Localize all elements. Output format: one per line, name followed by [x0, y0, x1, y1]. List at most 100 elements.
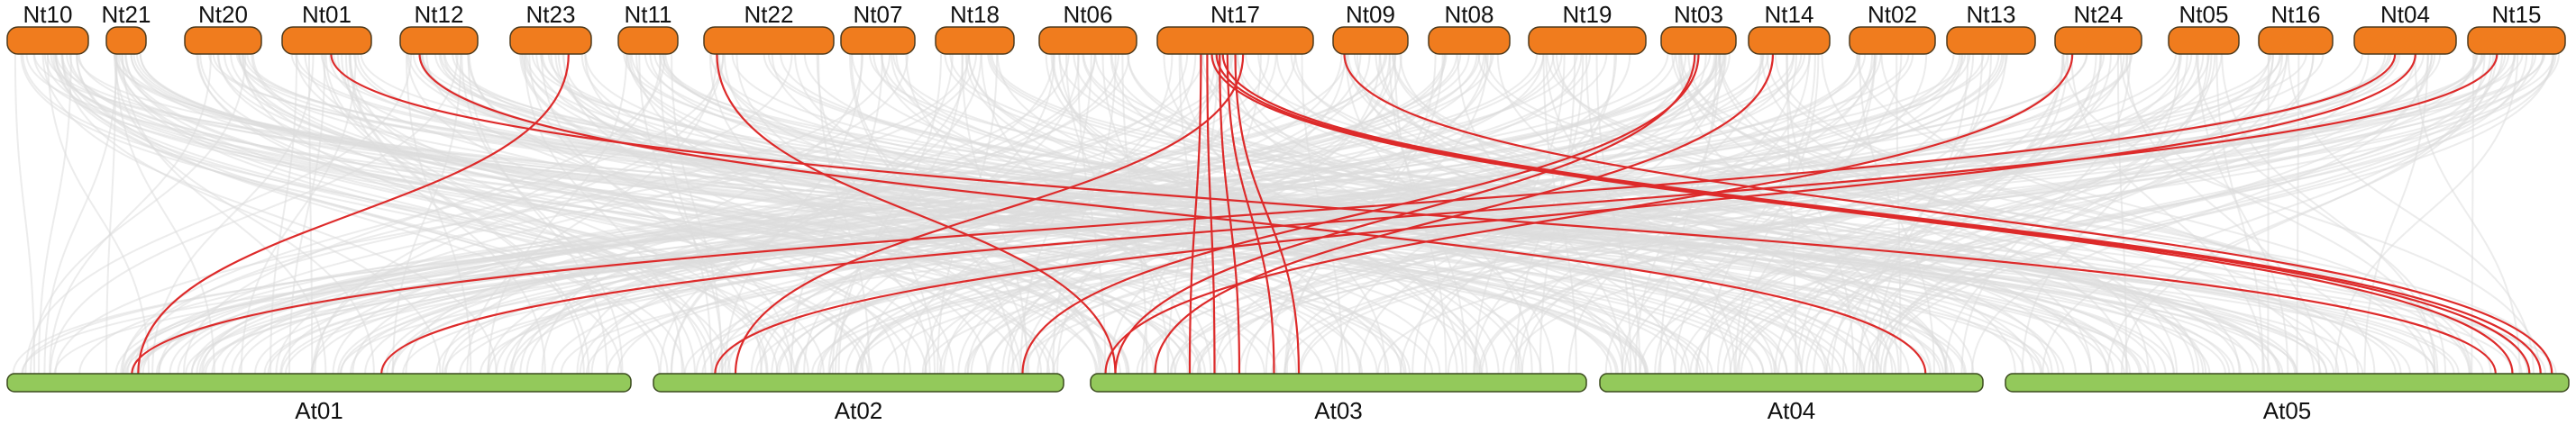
chromosome-bar — [6, 373, 632, 393]
collinear-link — [235, 53, 2557, 375]
collinear-link — [1502, 53, 2125, 375]
collinear-link — [126, 53, 1388, 375]
chromosome-bar — [2258, 26, 2334, 55]
collinear-link — [520, 53, 1176, 375]
collinear-link — [1895, 53, 1902, 375]
chromosome-label: Nt23 — [526, 1, 576, 28]
collinear-link — [50, 53, 1323, 375]
collinear-link — [524, 53, 683, 375]
collinear-link — [2116, 53, 2127, 375]
collinear-link — [199, 53, 927, 375]
highlighted-link-nt14-at03 — [1154, 53, 1775, 375]
collinear-link — [132, 53, 793, 375]
collinear-link — [391, 53, 462, 375]
collinear-link — [803, 53, 1080, 375]
collinear-link — [584, 53, 1804, 375]
highlighted-link-nt03-at03 — [1114, 53, 1696, 375]
collinear-link — [349, 53, 590, 375]
collinear-link — [818, 53, 871, 375]
collinear-link — [2296, 53, 2300, 375]
chromosome-bar — [1660, 26, 1737, 55]
highlighted-link-nt17-at05 — [1210, 53, 2514, 375]
collinear-link — [406, 53, 472, 375]
chromosome-nt02: Nt02 — [1849, 1, 1936, 55]
collinear-link — [1774, 53, 2436, 375]
collinear-link — [349, 53, 769, 375]
collinear-link — [1478, 53, 2198, 375]
chromosome-bar — [1156, 26, 1314, 55]
collinear-link — [1521, 53, 1928, 375]
collinear-link — [882, 53, 2425, 375]
highlighted-link-nt24-at03 — [1104, 53, 2074, 375]
chromosome-bar — [1528, 26, 1647, 55]
collinear-link — [1009, 53, 2182, 375]
chromosome-bar — [399, 26, 479, 55]
chromosome-label: Nt20 — [198, 1, 248, 28]
chromosome-nt22: Nt22 — [703, 1, 835, 55]
chromosome-label: Nt05 — [2179, 1, 2229, 28]
chromosome-label: Nt14 — [1765, 1, 1814, 28]
chromosome-label: Nt22 — [744, 1, 794, 28]
collinear-link — [988, 53, 1795, 375]
collinear-link — [139, 53, 1713, 375]
collinear-link — [811, 53, 2555, 375]
chromosome-label: Nt09 — [1346, 1, 1395, 28]
chromosome-label: Nt21 — [102, 1, 151, 28]
collinear-link — [30, 53, 247, 375]
collinear-link — [24, 53, 413, 375]
collinear-link — [38, 53, 72, 375]
chromosome-label: Nt02 — [1868, 1, 1917, 28]
collinear-link — [1023, 53, 1391, 375]
chromosome-bar — [2168, 26, 2240, 55]
collinear-link — [590, 53, 1296, 375]
chromosome-nt03: Nt03 — [1660, 1, 1737, 55]
chromosome-bar — [2467, 26, 2566, 55]
chromosome-bar — [1599, 373, 1984, 393]
chromosome-nt24: Nt24 — [2054, 1, 2142, 55]
chromosome-label: At03 — [1314, 397, 1363, 424]
collinear-link — [996, 53, 1624, 375]
collinear-link — [944, 53, 2132, 375]
chromosome-nt11: Nt11 — [617, 1, 679, 55]
chromosome-label: Nt18 — [950, 1, 1000, 28]
collinear-link — [1740, 53, 2516, 375]
collinear-link — [1859, 53, 1935, 375]
chromosome-nt18: Nt18 — [935, 1, 1015, 55]
collinear-link — [1674, 53, 1876, 375]
collinear-link — [2197, 53, 2289, 375]
collinear-link — [1199, 53, 1776, 375]
collinear-link — [1345, 53, 1948, 375]
collinear-link — [1718, 53, 2129, 375]
collinear-link — [46, 53, 2042, 375]
highlighted-link-nt17-at05 — [1221, 53, 2542, 375]
chromosome-bar — [2005, 373, 2570, 393]
chromosome-at03: At03 — [1090, 373, 1587, 424]
collinear-link — [967, 53, 1631, 375]
collinear-link — [936, 53, 999, 375]
collinear-link — [2070, 53, 2265, 375]
chromosome-nt08: Nt08 — [1428, 1, 1511, 55]
collinear-link — [54, 53, 1121, 375]
highlighted-link-nt17-at02 — [734, 53, 1245, 375]
highlighted-link-nt04-at01 — [131, 53, 2397, 375]
collinear-link — [986, 53, 2008, 375]
chromosome-nt14: Nt14 — [1748, 1, 1831, 55]
collinear-link — [1283, 53, 1877, 375]
chromosome-bar — [1038, 26, 1137, 55]
collinear-link — [1658, 53, 2284, 375]
collinear-link — [1813, 53, 2188, 375]
chromosome-label: Nt12 — [415, 1, 464, 28]
collinear-link — [1211, 53, 1828, 375]
chromosome-nt13: Nt13 — [1946, 1, 2036, 55]
highlighted-link-nt17-at03 — [1206, 53, 1216, 375]
chromosome-bar — [2353, 26, 2457, 55]
collinear-link — [794, 53, 1765, 375]
chromosome-nt05: Nt05 — [2168, 1, 2240, 55]
collinear-link — [524, 53, 1378, 375]
collinear-link — [617, 53, 1803, 375]
highlighted-link-nt12-at04 — [418, 53, 1927, 375]
chromosome-label: Nt06 — [1064, 1, 1113, 28]
collinear-link — [487, 53, 628, 375]
collinear-link — [987, 53, 2281, 375]
collinear-link — [1774, 53, 2097, 375]
